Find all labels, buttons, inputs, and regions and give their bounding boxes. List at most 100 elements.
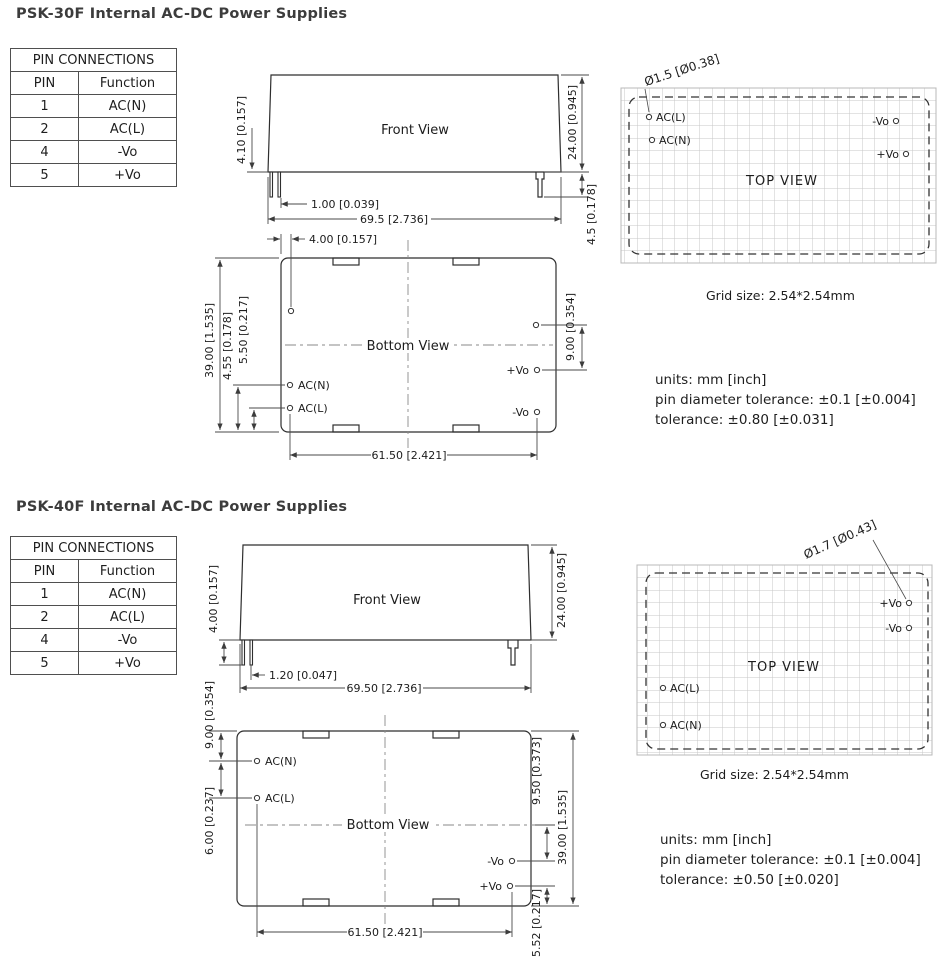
pin-label-pvo: +Vo — [879, 597, 902, 610]
dim-pin-length: 4.5 [0.178] — [585, 184, 598, 245]
front-view-label: Front View — [353, 593, 421, 608]
note-tolerance: tolerance: ±0.80 [±0.031] — [655, 412, 834, 428]
table-row: 5 +Vo — [10, 651, 177, 675]
table-header-row: PIN Function — [10, 559, 177, 583]
module-outline-dashed — [628, 96, 930, 255]
dim-vo: 9.00 [0.354] — [564, 293, 577, 361]
cell-pin: 2 — [10, 117, 79, 141]
dim-pin-span: 61.50 [2.421] — [347, 926, 422, 939]
pin-acl — [253, 794, 261, 802]
dim-nvo: 9.50 [0.373] — [530, 737, 543, 805]
dim-pin-offset: 1.20 [0.047] — [269, 669, 337, 682]
pin-nvo — [905, 624, 913, 632]
dim-mask — [371, 448, 447, 462]
pin-unlabeled — [532, 321, 540, 329]
cell-pin: 1 — [10, 582, 79, 606]
table-caption-row: PIN CONNECTIONS — [10, 536, 177, 560]
pin-pvo — [902, 150, 910, 158]
module-outline — [280, 257, 557, 433]
dim-pin-diameter: Ø1.5 [Ø0.38] — [643, 51, 721, 88]
dim-standoff: 4.10 [0.157] — [235, 96, 248, 164]
dim-height: 24.00 [0.945] — [566, 85, 579, 160]
dim-height: 39.00 [1.535] — [203, 303, 216, 378]
pin-label-acn: AC(N) — [298, 379, 330, 392]
pin-label-acl: AC(L) — [656, 111, 686, 124]
pins — [645, 113, 910, 158]
pin-pvo — [533, 366, 541, 374]
pin-acn — [286, 381, 294, 389]
cell-pin: 1 — [10, 94, 79, 118]
leader-line — [644, 88, 650, 113]
dim-pin-offset: 1.00 [0.039] — [311, 198, 379, 211]
bottom-view-label: Bottom View — [367, 339, 450, 354]
leader-line — [872, 539, 907, 600]
dim-pin-diameter: Ø1.7 [Ø0.43] — [802, 517, 879, 561]
front-view-label: Front View — [381, 123, 449, 138]
table-row: 1 AC(N) — [10, 582, 177, 606]
dim-width: 69.5 [2.736] — [360, 213, 428, 226]
dim-width: 69.50 [2.736] — [346, 682, 421, 695]
pin-label-acl: AC(L) — [670, 682, 700, 695]
cell-function: AC(N) — [78, 582, 177, 606]
dimension-lines — [247, 74, 589, 224]
dim-mask — [357, 212, 431, 226]
cell-pin: 2 — [10, 605, 79, 629]
pin-label-nvo: -Vo — [872, 115, 889, 128]
pins — [286, 307, 541, 416]
psk40-bottom-view-drawing: Bottom View AC(N) AC(L) -Vo +Vo 9.00 [0.… — [203, 681, 579, 957]
cell-function: +Vo — [78, 651, 177, 675]
psk30-top-view-drawing: Ø1.5 [Ø0.38] AC(L) AC(N) -Vo +Vo TOP VIE… — [620, 51, 937, 303]
table-row: 4 -Vo — [10, 140, 177, 164]
psk40-front-view-drawing: Front View 4.00 [0.157] 24.00 [0.945] 1.… — [207, 544, 568, 695]
dim-pvo-bottom: 5.52 [0.217] — [530, 889, 543, 957]
table-row: 5 +Vo — [10, 163, 177, 187]
cell-pin: 4 — [10, 140, 79, 164]
psk30-front-view-drawing: Front View 4.10 [0.157] 24.00 [0.945] 1.… — [235, 74, 598, 245]
cell-function: AC(L) — [78, 605, 177, 629]
pins — [659, 599, 913, 729]
table-row: 2 AC(L) — [10, 117, 177, 141]
pin-nvo — [892, 117, 900, 125]
dim-acl: 5.50 [0.217] — [237, 296, 250, 364]
pin-acn — [659, 721, 667, 729]
pin-label-pvo: +Vo — [506, 364, 529, 377]
table-caption-row: PIN CONNECTIONS — [10, 48, 177, 72]
psk30-section-title: PSK-30F Internal AC-DC Power Supplies — [16, 6, 348, 22]
table-row: 1 AC(N) — [10, 94, 177, 118]
table-header-row: PIN Function — [10, 71, 177, 95]
pin-nvo — [508, 857, 516, 865]
grid-size-note: Grid size: 2.54*2.54mm — [700, 767, 849, 782]
pin-acl — [659, 684, 667, 692]
note-pin-tolerance: pin diameter tolerance: ±0.1 [±0.004] — [660, 852, 921, 868]
pin-label-acl: AC(L) — [265, 792, 295, 805]
cell-function: -Vo — [78, 628, 177, 652]
pin-acn — [253, 757, 261, 765]
cell-function: AC(N) — [78, 94, 177, 118]
note-tolerance: tolerance: ±0.50 [±0.020] — [660, 872, 839, 888]
cell-function: AC(L) — [78, 117, 177, 141]
pin-label-nvo: -Vo — [885, 622, 902, 635]
pin-label-acn: AC(N) — [670, 719, 702, 732]
pin-grid — [620, 87, 937, 264]
psk40-top-view-drawing: Ø1.7 [Ø0.43] +Vo -Vo AC(L) AC(N) TOP VIE… — [636, 517, 933, 782]
module-outline — [236, 730, 532, 907]
pin-acn — [648, 136, 656, 144]
cell-function: -Vo — [78, 140, 177, 164]
table-row: 2 AC(L) — [10, 605, 177, 629]
dim-standoff: 4.00 [0.157] — [207, 565, 220, 633]
col-header-function: Function — [78, 71, 177, 95]
pin-label-pvo: +Vo — [876, 148, 899, 161]
pin-nvo — [533, 408, 541, 416]
col-header-pin: PIN — [10, 71, 79, 95]
pin-grid — [636, 564, 933, 756]
dim-pin-span: 61.50 [2.421] — [371, 449, 446, 462]
label-mask — [362, 338, 454, 353]
label-mask — [342, 817, 434, 832]
col-header-pin: PIN — [10, 559, 79, 583]
pin-pvo — [905, 599, 913, 607]
pin-label-acn: AC(N) — [265, 755, 297, 768]
pins — [253, 757, 516, 890]
cell-pin: 5 — [10, 163, 79, 187]
pin-pvo — [506, 882, 514, 890]
